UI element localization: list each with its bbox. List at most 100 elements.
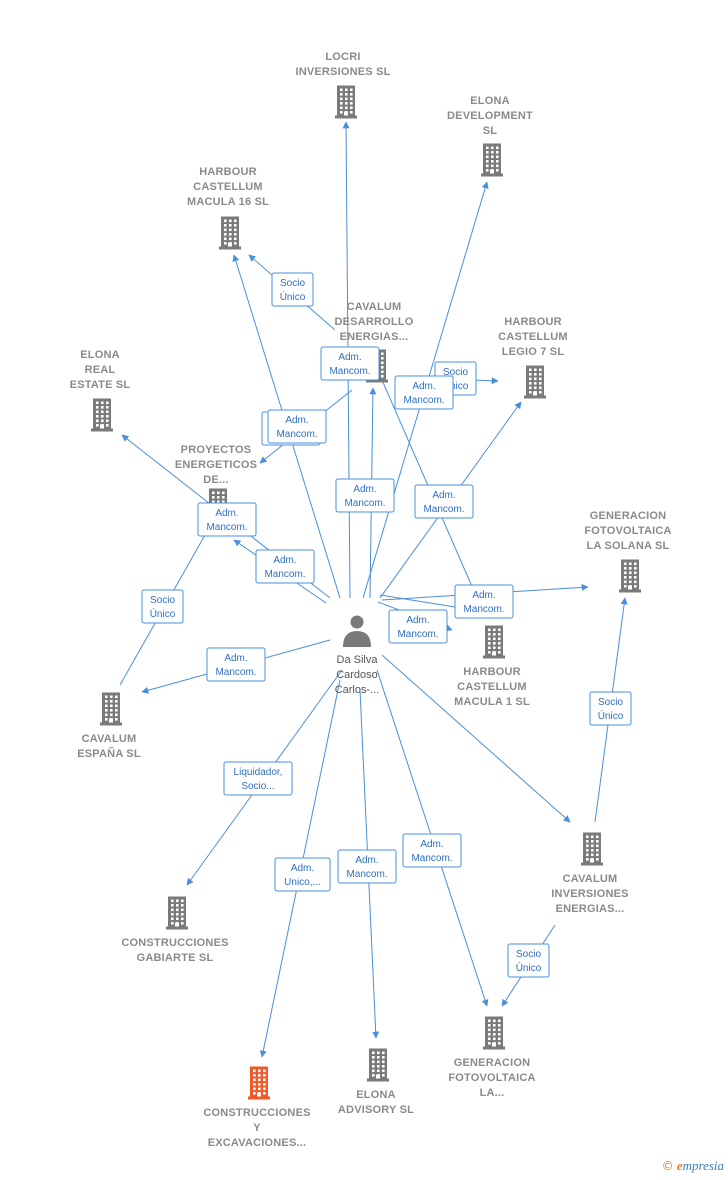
- relation-text: Adm.: [215, 508, 238, 519]
- company-node[interactable]: CAVALUMINVERSIONESENERGIAS...: [551, 832, 628, 916]
- person-node[interactable]: Da SilvaCardosoCarlos-...: [335, 615, 380, 697]
- company-name: PROYECTOS: [181, 444, 252, 456]
- relation-text: Mancom.: [403, 395, 444, 406]
- edge-labels-layer: SocioÚnicoAdm.Mancom.SocioÚnicoAdm.Manco…: [141, 272, 632, 978]
- relation-text: Unico,...: [284, 877, 321, 888]
- relation-text: Adm.: [338, 352, 361, 363]
- relation-text: Mancom.: [397, 629, 438, 640]
- relation-label[interactable]: Adm.Mancom.: [394, 375, 454, 410]
- company-name: ELONA: [470, 95, 510, 107]
- relation-text: Socio: [598, 697, 623, 708]
- company-name: SL: [483, 125, 498, 137]
- relation-label[interactable]: Adm.Mancom.: [337, 849, 397, 884]
- company-name: ESTATE SL: [70, 379, 131, 391]
- relation-text: Único: [280, 290, 306, 303]
- person-icon: [343, 615, 371, 647]
- company-name: HARBOUR: [504, 316, 562, 328]
- relation-label[interactable]: Adm. Mancom.: [402, 833, 462, 868]
- building-icon: [166, 896, 188, 930]
- building-icon: [524, 365, 546, 399]
- company-name: LA...: [480, 1087, 505, 1099]
- relation-label[interactable]: Adm. Mancom.: [454, 584, 514, 619]
- company-name: ENERGIAS...: [340, 331, 409, 343]
- relation-text: Mancom.: [215, 667, 256, 678]
- relation-label[interactable]: Adm.Mancom.: [414, 484, 474, 519]
- relation-label[interactable]: Adm. Mancom.: [320, 346, 380, 381]
- relation-text: Adm.: [224, 653, 247, 664]
- building-icon: [483, 625, 505, 659]
- relation-text: Socio: [516, 949, 541, 960]
- company-node[interactable]: ELONA ADVISORY SL: [338, 1048, 414, 1117]
- company-name: HARBOUR: [463, 666, 521, 678]
- relation-text: Mancom.: [423, 504, 464, 515]
- building-icon: [248, 1066, 270, 1100]
- company-node[interactable]: HARBOUR CASTELLUM MACULA 1 SL: [454, 625, 530, 709]
- building-icon: [91, 398, 113, 432]
- edges-layer: [119, 121, 628, 1058]
- company-node[interactable]: GENERACIONFOTOVOLTAICALA...: [448, 1016, 535, 1100]
- company-name: CASTELLUM: [457, 681, 527, 693]
- company-name: LOCRI: [325, 51, 360, 63]
- company-name: ADVISORY SL: [338, 1104, 414, 1116]
- company-name: ELONA: [356, 1089, 396, 1101]
- relation-label[interactable]: Adm.Mancom.: [388, 609, 448, 644]
- company-node[interactable]: CONSTRUCCIONESYEXCAVACIONES...: [203, 1066, 310, 1150]
- relation-text: Mancom.: [346, 869, 387, 880]
- relation-text: Único: [150, 607, 176, 620]
- relation-text: Socio: [280, 278, 305, 289]
- relation-text: Adm.: [420, 839, 443, 850]
- relation-text: Socio: [150, 595, 175, 606]
- relation-label[interactable]: Adm.Mancom.: [335, 478, 395, 513]
- company-name: ESPAÑA SL: [77, 747, 141, 760]
- company-name: DEVELOPMENT: [447, 110, 533, 122]
- relation-text: Socio: [443, 367, 468, 378]
- relation-text: Adm.: [353, 484, 376, 495]
- company-name: CASTELLUM: [193, 181, 263, 193]
- relation-label[interactable]: Adm. Mancom.: [255, 549, 315, 584]
- building-icon: [481, 143, 503, 177]
- relation-text: Adm.: [291, 863, 314, 874]
- company-name: CONSTRUCCIONES: [121, 937, 228, 949]
- relation-edge: [381, 654, 571, 823]
- company-name: HARBOUR: [199, 166, 257, 178]
- relation-text: Mancom.: [329, 366, 370, 377]
- company-name: ELONA: [80, 349, 120, 361]
- relation-text: Único: [516, 961, 542, 974]
- relation-text: Adm.: [273, 555, 296, 566]
- relation-text: Mancom.: [411, 853, 452, 864]
- relation-label[interactable]: Adm.Mancom.: [267, 409, 327, 444]
- company-name: MACULA 1 SL: [454, 696, 530, 708]
- building-icon: [335, 85, 357, 119]
- relation-text: Adm.: [285, 415, 308, 426]
- relation-text: Mancom.: [264, 569, 305, 580]
- relation-label[interactable]: Adm. Unico,...: [274, 857, 331, 892]
- relation-label[interactable]: Liquidador,Socio...: [223, 761, 293, 796]
- company-name: FOTOVOLTAICA: [448, 1072, 535, 1084]
- relation-text: Mancom.: [463, 604, 504, 615]
- company-name: DE...: [203, 474, 228, 486]
- person-name: Carlos-...: [335, 684, 380, 696]
- company-node[interactable]: ELONA DEVELOPMENT SL: [447, 95, 533, 177]
- relation-label[interactable]: Adm. Mancom.: [206, 647, 266, 682]
- building-icon: [483, 1016, 505, 1050]
- building-icon: [219, 216, 241, 250]
- company-name: EXCAVACIONES...: [208, 1137, 307, 1149]
- relation-text: Adm.: [472, 590, 495, 601]
- relation-label[interactable]: Adm. Mancom.: [197, 502, 257, 537]
- relation-text: Mancom.: [206, 522, 247, 533]
- building-icon: [581, 832, 603, 866]
- person-name: Cardoso: [336, 669, 378, 681]
